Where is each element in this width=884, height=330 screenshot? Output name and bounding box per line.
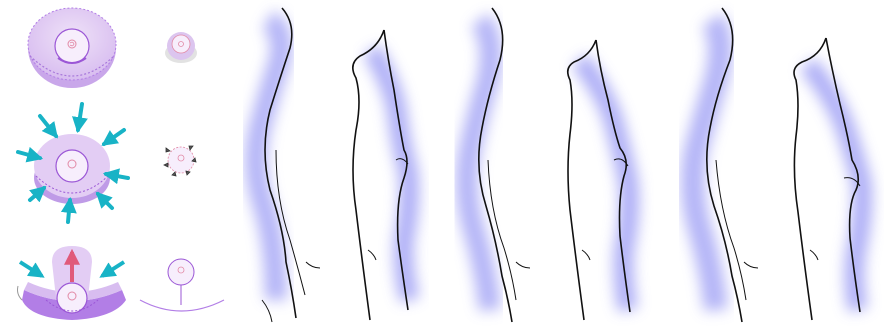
row-3-large-diagram [18,246,127,320]
silhouette-back-1 [256,8,320,322]
silhouette-front-3 [794,38,862,320]
silhouette-back-3 [693,8,758,322]
row-3-small-diagram [140,259,224,311]
silhouette-back-2 [467,8,530,322]
row-1-small-diagram [165,32,197,63]
row-1-large-diagram [28,8,116,88]
silhouette-front-2 [568,40,630,320]
silhouette-front-1 [353,30,410,320]
row-2-small-diagram [164,146,196,176]
row-2-large-diagram [18,104,128,222]
